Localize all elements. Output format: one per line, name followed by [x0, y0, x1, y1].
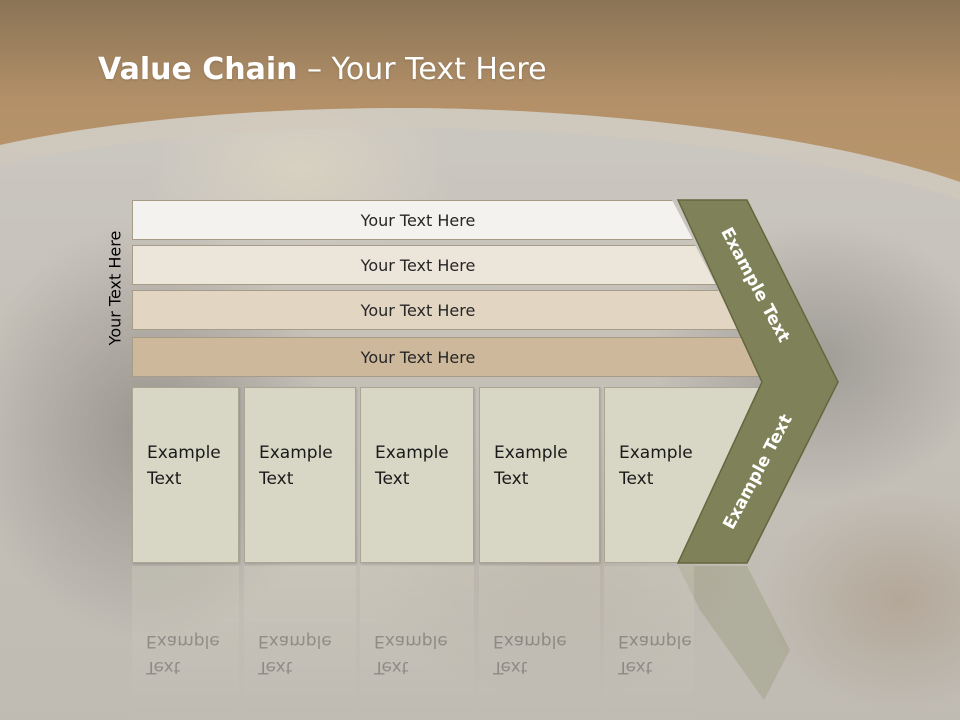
column-reflection: Text Example — [244, 566, 356, 720]
reflection-line-1: Example — [146, 631, 220, 651]
activity-column-4: Example Text — [479, 387, 600, 563]
activity-column-3: Example Text — [360, 387, 474, 563]
column-reflection: Text Example — [604, 566, 694, 720]
value-chain-bar-2: Your Text Here — [132, 245, 716, 285]
bar-label: Your Text Here — [360, 347, 476, 367]
reflection-line-1: Example — [258, 631, 332, 651]
column-reflection: Text Example — [360, 566, 474, 720]
column-line-1: Example — [375, 443, 449, 463]
chevron-reflection — [678, 566, 790, 700]
activity-column-2: Example Text — [244, 387, 356, 563]
column-reflections: Text Example Text Example Text Example Text… — [0, 566, 960, 720]
column-text: Example Text — [259, 440, 369, 492]
value-chain-bar-1: Your Text Here — [132, 200, 693, 240]
column-text: Example Text — [375, 440, 485, 492]
bar-label: Your Text Here — [360, 210, 476, 230]
column-line-1: Example — [259, 443, 333, 463]
value-chain-bar-3: Your Text Here — [132, 290, 740, 330]
column-line-2: Text — [259, 469, 294, 489]
column-text: Example Text — [494, 440, 604, 492]
reflection-line-1: Example — [618, 631, 692, 651]
margin-chevron-shape — [676, 199, 839, 564]
reflection-line-2: Text — [618, 657, 653, 677]
column-line-2: Text — [147, 469, 182, 489]
reflection-line-2: Text — [146, 657, 181, 677]
column-line-1: Example — [619, 443, 693, 463]
reflection-line-2: Text — [258, 657, 293, 677]
activity-column-1: Example Text — [132, 387, 239, 563]
column-line-2: Text — [619, 469, 654, 489]
column-line-2: Text — [494, 469, 529, 489]
reflection-line-1: Example — [374, 631, 448, 651]
column-line-1: Example — [494, 443, 568, 463]
column-text: Example Text — [619, 440, 729, 492]
column-reflection: Text Example — [132, 566, 239, 720]
reflection-line-2: Text — [493, 657, 528, 677]
title-bold: Value Chain — [98, 52, 298, 87]
column-line-2: Text — [375, 469, 410, 489]
slide-title: Value Chain – Your Text Here — [98, 52, 547, 87]
reflection-line-2: Text — [374, 657, 409, 677]
header-band — [0, 0, 960, 200]
column-reflection: Text Example — [479, 566, 600, 720]
title-rest: – Your Text Here — [297, 52, 547, 87]
column-text: Example Text — [147, 440, 257, 492]
reflection-line-1: Example — [493, 631, 567, 651]
column-line-1: Example — [147, 443, 221, 463]
value-chain-bar-4: Your Text Here — [132, 337, 764, 377]
bar-label: Your Text Here — [360, 255, 476, 275]
bar-label: Your Text Here — [360, 300, 476, 320]
